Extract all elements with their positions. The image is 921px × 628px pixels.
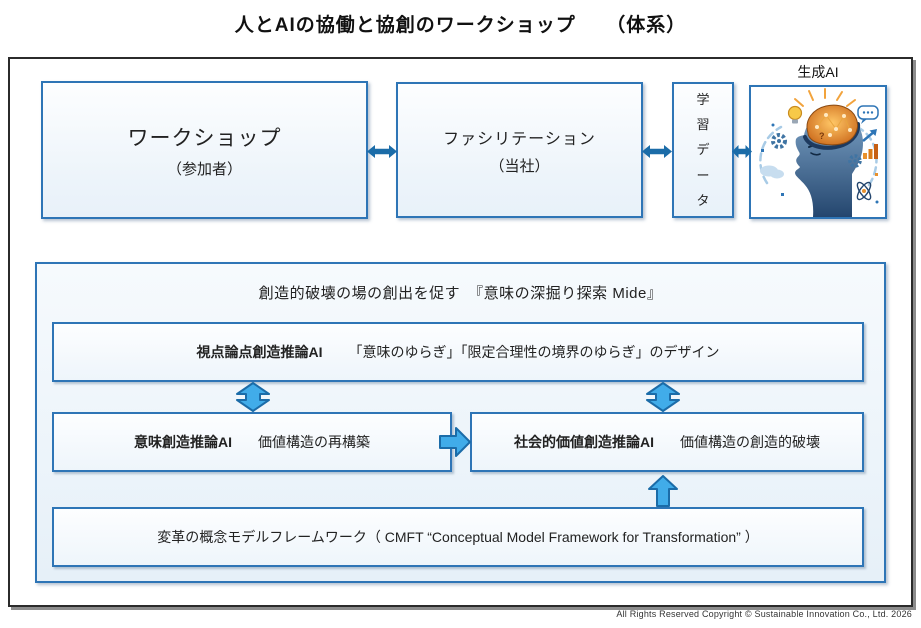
gen-ai-image: ? [749, 85, 887, 219]
up-arrow-icon [648, 475, 678, 507]
left-right-arrow-icon [642, 145, 672, 158]
cmft-box: 変革の概念モデルフレームワーク（ CMFT “Conceptual Model … [52, 507, 864, 567]
facilitation-subtitle: （当社） [489, 157, 550, 175]
learning-data-label: 学習データ [696, 91, 710, 209]
learning-data-box: 学習データ [672, 82, 734, 218]
social-value-ai-name: 社会的価値創造推論AI [514, 434, 654, 450]
left-right-arrow-icon [367, 145, 397, 158]
facilitation-box: ファシリテーション （当社） [396, 82, 643, 218]
diagram-outer-frame: ワークショップ （参加者） ファシリテーション （当社） 学習データ 生成AI [8, 57, 913, 607]
social-value-ai-box: 社会的価値創造推論AI 価値構造の創造的破壊 [470, 412, 864, 472]
up-down-arrow-icon [236, 382, 270, 412]
viewpoint-ai-box: 視点論点創造推論AI 「意味のゆらぎ」「限定合理性の境界のゆらぎ」のデザイン [52, 322, 864, 382]
workshop-title: ワークショップ [127, 126, 282, 150]
gen-ai-label: 生成AI [797, 64, 839, 80]
svg-text:?: ? [819, 131, 825, 141]
mide-panel-header: 創造的破壊の場の創出を促す 『意味の深掘り探索 Mide』 [258, 285, 663, 302]
right-arrow-icon [439, 427, 471, 457]
left-right-arrow-icon [732, 145, 752, 158]
meaning-ai-desc: 価値構造の再構築 [258, 434, 370, 450]
mide-panel: 創造的破壊の場の創出を促す 『意味の深掘り探索 Mide』 視点論点創造推論AI… [35, 262, 886, 583]
cmft-label: 変革の概念モデルフレームワーク（ CMFT “Conceptual Model … [157, 529, 759, 545]
copyright-text: All Rights Reserved Copyright © Sustaina… [616, 609, 912, 619]
workshop-subtitle: （参加者） [166, 160, 242, 178]
viewpoint-ai-desc: 「意味のゆらぎ」「限定合理性の境界のゆらぎ」のデザイン [348, 344, 720, 360]
up-down-arrow-icon [646, 382, 680, 412]
viewpoint-ai-name: 視点論点創造推論AI [196, 344, 323, 360]
page-title: 人とAIの協働と協創のワークショップ （体系） [234, 15, 687, 36]
facilitation-title: ファシリテーション [443, 130, 596, 148]
workshop-box: ワークショップ （参加者） [41, 81, 368, 219]
social-value-ai-desc: 価値構造の創造的破壊 [680, 434, 820, 450]
meaning-ai-box: 意味創造推論AI 価値構造の再構築 [52, 412, 452, 472]
head-ai-brain-illustration: ? [759, 88, 879, 217]
meaning-ai-name: 意味創造推論AI [134, 434, 232, 450]
